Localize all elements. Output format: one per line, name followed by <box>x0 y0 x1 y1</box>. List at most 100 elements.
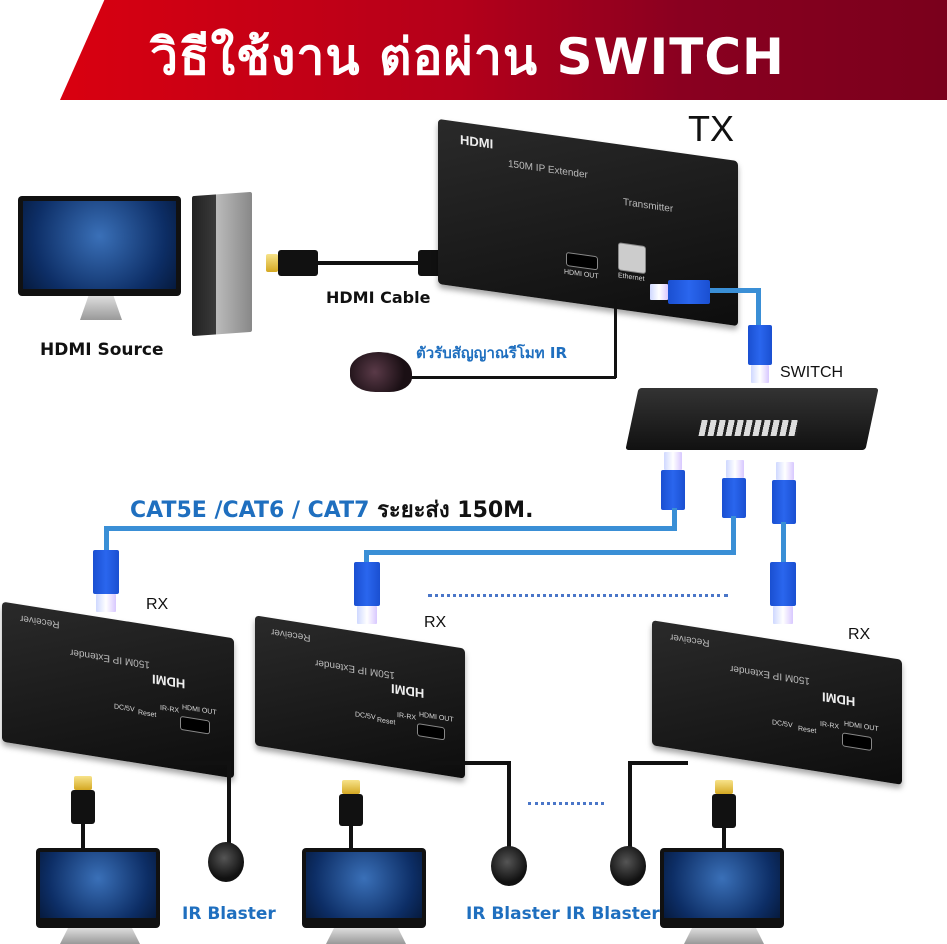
rx-port-label: Reset <box>798 725 817 736</box>
network-switch <box>625 388 879 450</box>
network-cable <box>731 516 736 554</box>
rj45-connector <box>668 280 710 304</box>
monitor-stand <box>80 296 122 320</box>
rj45-connector <box>772 480 796 524</box>
cable-spec-label: CAT5E /CAT6 / CAT7 ระยะส่ง 150M. <box>130 492 533 527</box>
rj45-tip <box>776 462 794 480</box>
rj45-tip <box>96 594 116 612</box>
source-monitor <box>18 196 181 296</box>
monitor-stand <box>60 928 140 944</box>
title-banner <box>60 0 947 100</box>
rj45-tip <box>650 284 668 300</box>
hdmi-cable <box>349 826 353 848</box>
hdmi-connector-tip <box>74 776 92 790</box>
rx-hdmi-port <box>180 715 210 735</box>
rj45-tip <box>773 606 793 624</box>
ir-blaster-label: IR Blaster <box>466 904 560 924</box>
display-monitor <box>36 848 160 928</box>
ir-blaster-cable <box>507 761 511 847</box>
rj45-connector <box>748 325 772 365</box>
network-cable <box>364 550 736 555</box>
ir-blaster-cable <box>628 761 688 765</box>
hdmi-plug <box>339 794 363 826</box>
hdmi-cable <box>722 828 726 848</box>
rx-brand: HDMI <box>822 689 856 710</box>
cable-distance: ระยะส่ง 150M. <box>377 498 534 523</box>
rj45-connector <box>770 562 796 606</box>
ir-blaster-cable <box>227 761 231 845</box>
rx-port-label: Reset <box>138 709 157 720</box>
ir-receiver-cable <box>614 300 617 378</box>
rx-brand: HDMI <box>152 671 186 692</box>
switch-ports <box>698 420 800 436</box>
rx-model: 150M IP Extender <box>315 656 395 681</box>
hdmi-connector-tip <box>342 780 360 794</box>
rx-type: Receiver <box>670 631 710 649</box>
ir-blaster-label: IR Blaster <box>566 904 660 924</box>
tx-brand: HDMI <box>460 132 494 152</box>
rj45-tip <box>357 606 377 624</box>
switch-label: SWITCH <box>780 364 844 381</box>
network-cable <box>104 526 677 531</box>
network-cable <box>710 288 760 293</box>
rx-port-label: DC/5V <box>772 719 793 730</box>
ir-receiver-icon <box>350 352 412 392</box>
network-cable <box>781 522 786 564</box>
monitor-screen <box>40 852 156 918</box>
hdmi-plug <box>712 794 736 828</box>
rx-model: 150M IP Extender <box>70 646 150 671</box>
receiver-device: Receiver 150M IP Extender HDMI DC/5V Res… <box>255 615 465 779</box>
monitor-stand <box>684 928 764 944</box>
hdmi-plug <box>278 250 318 276</box>
more-receivers-dots <box>528 802 604 805</box>
hdmi-cable-label: HDMI Cable <box>326 288 431 307</box>
monitor-screen <box>306 852 422 918</box>
hdmi-plug <box>71 790 95 824</box>
cable-types: CAT5E /CAT6 / CAT7 <box>130 498 370 523</box>
rx-model: 150M IP Extender <box>730 662 810 687</box>
tx-ethernet-port <box>618 242 646 275</box>
rx-port-label: DC/5V <box>355 711 376 722</box>
network-cable <box>364 550 369 564</box>
rx-tag: RX <box>848 626 871 643</box>
network-cable <box>756 288 761 328</box>
page-title: วิธีใช้งาน ต่อผ่าน SWITCH <box>150 28 785 86</box>
monitor-screen <box>23 201 176 289</box>
ir-receiver-label: ตัวรับสัญญาณรีโมท IR <box>416 344 568 362</box>
hdmi-cable <box>81 824 85 848</box>
rx-tag: RX <box>146 596 169 613</box>
tx-hdmi-port <box>566 251 598 271</box>
ir-blaster-cable <box>430 761 510 765</box>
rx-type: Receiver <box>20 612 60 630</box>
rj45-connector <box>722 478 746 518</box>
tx-model: 150M IP Extender <box>508 158 588 181</box>
rj45-connector <box>93 550 119 594</box>
display-monitor <box>660 848 784 928</box>
receiver-device: Receiver 150M IP Extender HDMI DC/5V Res… <box>2 601 234 779</box>
monitor-screen <box>664 852 780 918</box>
ir-blaster-icon <box>610 846 646 886</box>
ir-blaster-icon <box>208 842 244 882</box>
rx-port-label: HDMI OUT <box>182 704 217 717</box>
rx-tag: RX <box>424 614 447 631</box>
network-cable <box>104 526 109 552</box>
ir-receiver-cable <box>400 376 616 379</box>
rx-hdmi-port <box>417 723 445 741</box>
rj45-tip <box>726 460 744 478</box>
ir-blaster-label: IR Blaster <box>182 904 276 924</box>
receiver-device: Receiver 150M IP Extender HDMI DC/5V Res… <box>652 620 902 785</box>
hdmi-connector-tip <box>266 254 278 272</box>
hdmi-connector-tip <box>715 780 733 794</box>
hdmi-cable <box>318 261 418 265</box>
ir-blaster-icon <box>491 846 527 886</box>
tx-port-label: Ethernet <box>618 272 645 283</box>
rx-port-label: IR-RX <box>160 704 180 715</box>
rx-port-label: IR-RX <box>397 711 417 722</box>
tx-tag: TX <box>688 108 735 149</box>
rx-port-label: IR-RX <box>820 720 840 731</box>
rx-port-label: HDMI OUT <box>844 720 879 734</box>
rj45-connector <box>354 562 380 606</box>
tx-port-label: HDMI OUT <box>564 268 599 281</box>
ir-blaster-cable <box>628 761 632 847</box>
rx-port-label: HDMI OUT <box>419 711 454 724</box>
